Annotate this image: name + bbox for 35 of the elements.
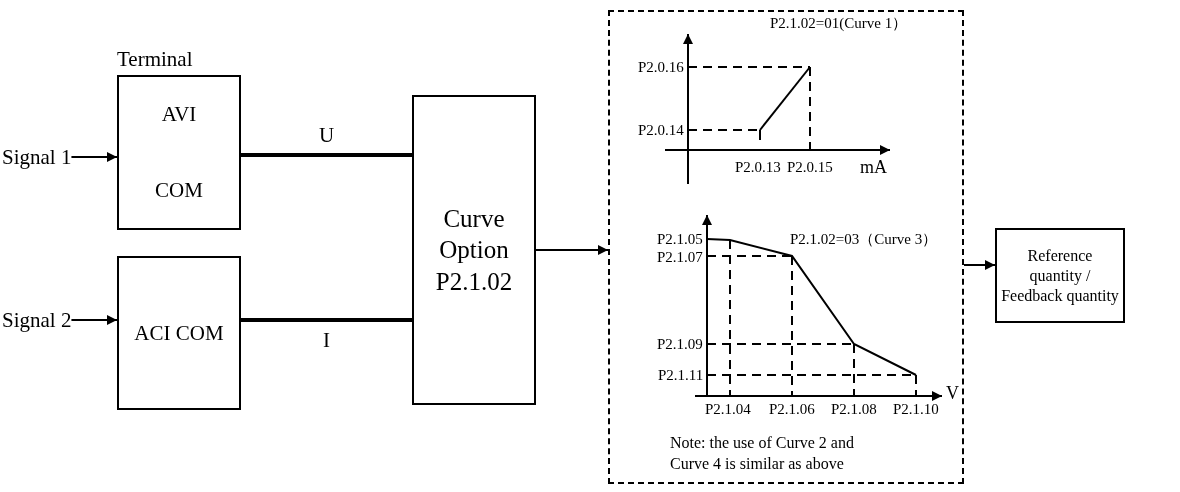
axis-label: P2.1.09 [657, 335, 703, 353]
axis-label: P2.1.02=01(Curve 1） [770, 14, 908, 32]
axis-label: mA [860, 158, 887, 176]
terminal-name: AVI [161, 102, 197, 128]
output-box [117, 256, 241, 410]
axis-label: P2.1.04 [705, 400, 751, 418]
block-heading: Terminal [117, 47, 193, 73]
axis-label: P2.1.06 [769, 400, 815, 418]
terminal-name: COM [155, 177, 203, 203]
process-box [412, 95, 536, 405]
axis-label: P2.0.14 [638, 121, 684, 139]
axis-label: P2.1.11 [658, 366, 704, 384]
arrow [963, 260, 996, 270]
signal-label: Signal 1 [2, 145, 72, 171]
arrow [70, 315, 118, 325]
arrow [535, 245, 609, 255]
axis-label: P2.0.15 [787, 158, 833, 176]
connector-line [241, 318, 412, 322]
axis-label: P2.1.10 [893, 400, 939, 418]
box-text: Curve Option P2.1.02 [434, 204, 514, 297]
axis-label: P2.0.13 [735, 158, 781, 176]
output-box [995, 228, 1125, 323]
box-text: Reference quantity / Feedback quantity [1000, 245, 1120, 307]
note-text: Note: the use of Curve 2 and Curve 4 is similar as above [670, 433, 855, 474]
axis-label: P2.1.02=03（Curve 3） [790, 230, 938, 248]
connector-line [241, 153, 412, 157]
axis-label: P2.1.08 [831, 400, 877, 418]
axis-label: P2.0.16 [638, 58, 684, 76]
box-text: ACI COM [133, 319, 225, 347]
axis-label: P2.1.07 [657, 248, 703, 266]
signal-label: Signal 2 [2, 308, 72, 334]
axis-label: V [946, 384, 959, 402]
axis-label: P2.1.05 [657, 230, 703, 248]
arrow [70, 152, 118, 162]
dashed-frame [608, 10, 964, 484]
